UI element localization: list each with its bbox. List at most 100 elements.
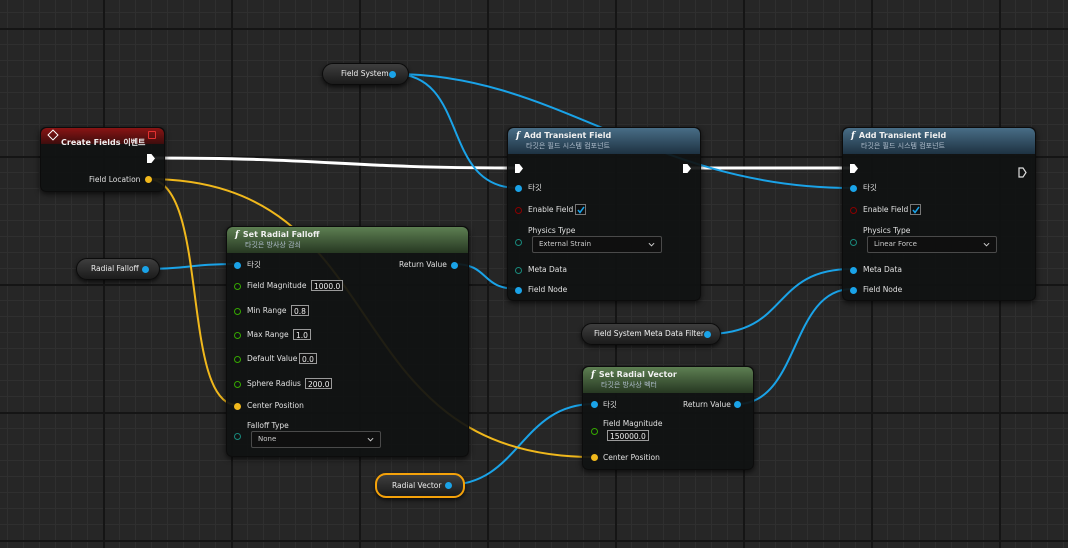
radial-vector-variable-node[interactable]: Radial Vector — [375, 473, 465, 498]
function-icon: f — [591, 370, 595, 380]
transient1-target-label: 타깃 — [528, 183, 542, 192]
max-range-input[interactable]: 1.0 — [293, 329, 311, 340]
event-node-header: Create Fields 이벤트 — [41, 128, 164, 147]
wire-vector-return-to-field-node — [736, 288, 853, 405]
transient1-target-pin[interactable] — [515, 185, 522, 192]
transient2-field-node-label: Field Node — [863, 285, 903, 294]
transient2-target-pin[interactable] — [850, 185, 857, 192]
transient2-title: Add Transient Field — [858, 131, 947, 140]
transient1-physics-type-dropdown[interactable]: External Strain — [532, 236, 662, 253]
transient1-subtitle: 타깃은 필드 시스템 컴포넌트 — [526, 142, 610, 150]
vector-field-magnitude-label: Field Magnitude — [603, 419, 663, 428]
transient2-meta-data-pin[interactable] — [850, 267, 857, 274]
create-fields-event-node[interactable]: Create Fields 이벤트 Field Location — [40, 127, 165, 192]
meta-data-filter-output-pin[interactable] — [704, 331, 711, 338]
function-icon: f — [516, 131, 520, 141]
min-range-pin[interactable] — [234, 308, 241, 315]
default-value-label: Default Value — [247, 354, 298, 363]
default-value-input[interactable]: 0.0 — [299, 353, 317, 364]
vector-target-pin[interactable] — [591, 401, 598, 408]
vector-return-value-pin[interactable] — [734, 401, 741, 408]
transient2-enable-field-pin[interactable] — [850, 207, 857, 214]
field-system-output-pin[interactable] — [389, 71, 396, 78]
event-diamond-icon — [47, 129, 59, 141]
transient1-field-node-pin[interactable] — [515, 287, 522, 294]
falloff-target-label: 타깃 — [247, 260, 261, 269]
vector-center-position-pin[interactable] — [591, 454, 598, 461]
falloff-return-value-pin[interactable] — [451, 262, 458, 269]
radial-falloff-variable-node[interactable]: Radial Falloff — [76, 258, 160, 280]
vector-return-value-label: Return Value — [683, 400, 731, 409]
transient1-exec-in-pin[interactable] — [515, 164, 523, 173]
transient1-meta-data-pin[interactable] — [515, 267, 522, 274]
transient1-physics-type-pin[interactable] — [515, 239, 522, 246]
falloff-type-label: Falloff Type — [247, 421, 289, 430]
wire-field-system-to-target1 — [393, 73, 519, 189]
min-range-input[interactable]: 0.8 — [291, 305, 309, 316]
min-range-label: Min Range — [247, 306, 287, 315]
vector-center-position-label: Center Position — [603, 453, 660, 462]
transient2-field-node-pin[interactable] — [850, 287, 857, 294]
vector-field-magnitude-pin[interactable] — [591, 428, 598, 435]
chevron-down-icon — [983, 242, 990, 247]
function-icon: f — [851, 131, 855, 141]
field-system-variable-node[interactable]: Field System — [322, 63, 409, 85]
checkmark-icon — [912, 206, 920, 214]
transient2-subtitle: 타깃은 필드 시스템 컴포넌트 — [861, 142, 945, 150]
event-title: Create Fields 이벤트 — [61, 138, 146, 147]
field-magnitude-pin[interactable] — [234, 283, 241, 290]
falloff-type-pin[interactable] — [234, 433, 241, 440]
falloff-target-pin[interactable] — [234, 262, 241, 269]
sphere-radius-pin[interactable] — [234, 381, 241, 388]
field-magnitude-label: Field Magnitude — [247, 281, 307, 290]
sphere-radius-label: Sphere Radius — [247, 379, 301, 388]
transient1-meta-data-label: Meta Data — [528, 265, 567, 274]
sphere-radius-input[interactable]: 200.0 — [305, 378, 333, 389]
event-exec-out-pin[interactable] — [147, 154, 155, 163]
event-stop-icon — [148, 131, 156, 139]
field-system-label: Field System — [341, 69, 389, 78]
transient1-exec-out-pin[interactable] — [683, 164, 691, 173]
transient1-enable-field-pin[interactable] — [515, 207, 522, 214]
transient2-enable-field-checkbox[interactable] — [910, 204, 921, 215]
vector-subtitle: 타깃은 방사상 벡터 — [601, 381, 657, 389]
transient2-physics-type-pin[interactable] — [850, 239, 857, 246]
radial-vector-output-pin[interactable] — [445, 482, 452, 489]
field-magnitude-input[interactable]: 1000.0 — [311, 280, 344, 291]
default-value-pin[interactable] — [234, 356, 241, 363]
exec-wire-event-to-transient1 — [151, 156, 519, 170]
meta-data-filter-variable-node[interactable]: Field System Meta Data Filter — [581, 323, 721, 345]
vector-field-magnitude-input[interactable]: 150000.0 — [607, 430, 649, 441]
checkmark-icon — [577, 206, 585, 214]
falloff-title: Set Radial Falloff — [242, 230, 320, 239]
falloff-type-dropdown[interactable]: None — [251, 431, 381, 448]
wire-radial-vector-to-target — [446, 403, 595, 486]
transient2-target-label: 타깃 — [863, 183, 877, 192]
transient1-title: Add Transient Field — [523, 131, 612, 140]
radial-falloff-output-pin[interactable] — [142, 266, 149, 273]
falloff-center-position-pin[interactable] — [234, 403, 241, 410]
chevron-down-icon — [367, 437, 374, 442]
transient2-exec-in-pin[interactable] — [850, 164, 858, 173]
field-location-output-pin[interactable] — [145, 176, 152, 183]
field-location-label: Field Location — [89, 175, 141, 184]
transient2-exec-out-pin[interactable] — [1018, 163, 1027, 178]
falloff-subtitle: 타깃은 방사상 감쇠 — [245, 241, 301, 249]
max-range-pin[interactable] — [234, 332, 241, 339]
transient1-physics-type-value: External Strain — [539, 240, 592, 248]
transient2-meta-data-label: Meta Data — [863, 265, 902, 274]
transient1-enable-field-label: Enable Field — [528, 205, 574, 214]
transient1-enable-field-checkbox[interactable] — [575, 204, 586, 215]
function-icon: f — [235, 230, 239, 240]
meta-data-filter-label: Field System Meta Data Filter — [594, 329, 704, 338]
transient2-physics-type-dropdown[interactable]: Linear Force — [867, 236, 997, 253]
